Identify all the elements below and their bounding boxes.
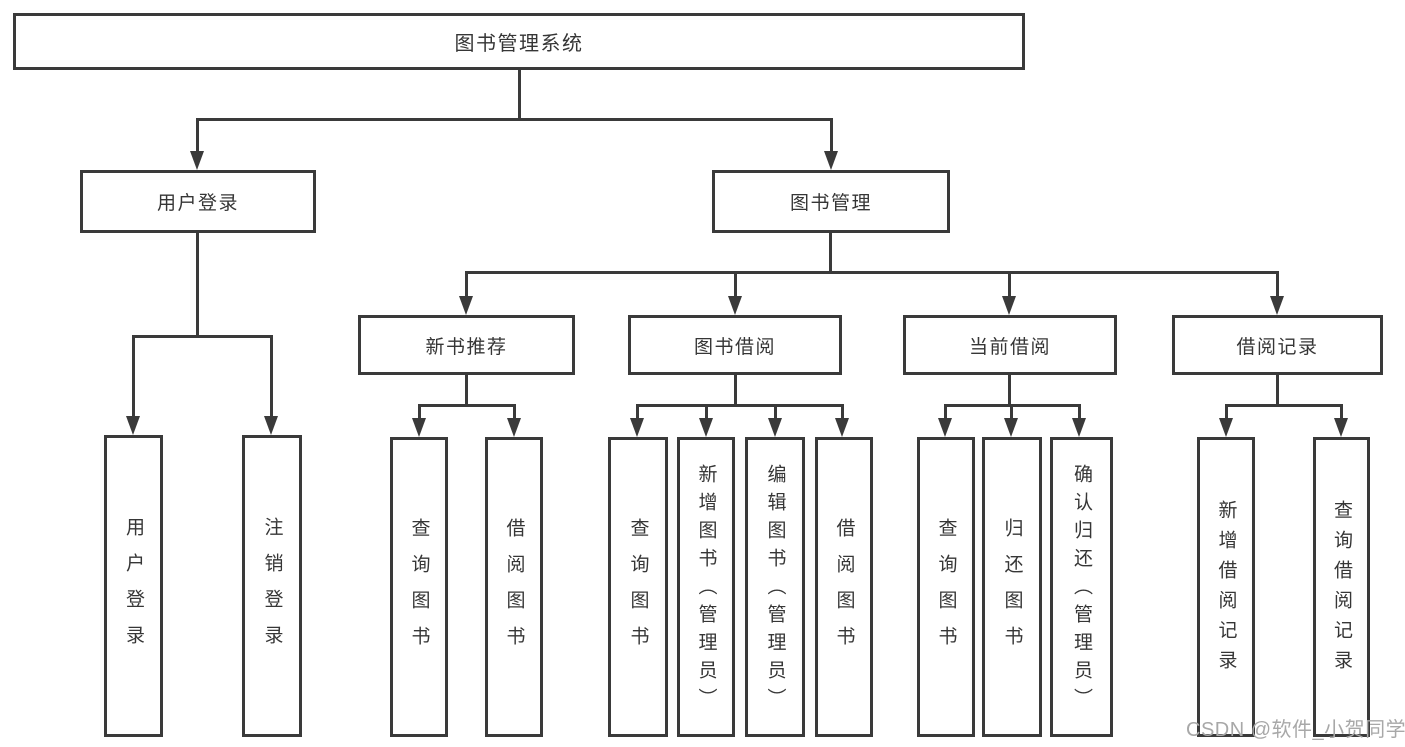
connector-line: [830, 118, 833, 154]
arrow-down-icon: [1072, 418, 1086, 437]
connector-line: [944, 404, 947, 421]
connector-line: [418, 404, 516, 407]
arrow-down-icon: [630, 418, 644, 437]
leaf-add-books-admin: 新增图书（管理员）: [677, 437, 735, 737]
arrow-down-icon: [699, 418, 713, 437]
connector-line: [196, 233, 199, 338]
connector-line: [734, 271, 737, 299]
connector-line: [1276, 271, 1279, 299]
branch-book-management: 图书管理: [712, 170, 950, 233]
connector-line: [1225, 404, 1343, 407]
leaf-query-borrow-record: 查询借阅记录: [1313, 437, 1370, 737]
arrow-down-icon: [835, 418, 849, 437]
connector-line: [196, 118, 199, 154]
leaf-confirm-return-admin: 确认归还（管理员）: [1050, 437, 1113, 737]
connector-line: [1078, 404, 1081, 421]
connector-line: [465, 375, 468, 407]
connector-line: [513, 404, 516, 421]
arrow-down-icon: [824, 151, 838, 170]
arrow-down-icon: [768, 418, 782, 437]
connector-line: [132, 335, 135, 419]
node-root: 图书管理系统: [13, 13, 1025, 70]
leaf-query-books-current: 查询图书: [917, 437, 975, 737]
arrow-down-icon: [412, 418, 426, 437]
connector-line: [1010, 404, 1013, 421]
connector-line: [636, 404, 844, 407]
connector-line: [705, 404, 708, 421]
connector-line: [270, 335, 273, 419]
connector-line: [734, 375, 737, 407]
node-borrowing-records: 借阅记录: [1172, 315, 1383, 375]
connector-line: [465, 271, 468, 299]
arrow-down-icon: [190, 151, 204, 170]
arrow-down-icon: [1004, 418, 1018, 437]
arrow-down-icon: [264, 416, 278, 435]
csdn-watermark: CSDN @软件_小贺同学: [1186, 719, 1405, 741]
arrow-down-icon: [728, 296, 742, 315]
arrow-down-icon: [1270, 296, 1284, 315]
leaf-borrow-books-recommend: 借阅图书: [485, 437, 543, 737]
connector-line: [1008, 375, 1011, 407]
node-current-borrowing: 当前借阅: [903, 315, 1117, 375]
leaf-return-books: 归还图书: [982, 437, 1042, 737]
arrow-down-icon: [1219, 418, 1233, 437]
connector-line: [196, 118, 833, 121]
connector-line: [1225, 404, 1228, 421]
connector-line: [1008, 271, 1011, 299]
arrow-down-icon: [459, 296, 473, 315]
branch-user-login: 用户登录: [80, 170, 316, 233]
leaf-borrow-books-borrowing: 借阅图书: [815, 437, 873, 737]
connector-line: [465, 271, 1279, 274]
connector-line: [1276, 375, 1279, 407]
arrow-down-icon: [1334, 418, 1348, 437]
arrow-down-icon: [507, 418, 521, 437]
arrow-down-icon: [938, 418, 952, 437]
arrow-down-icon: [1002, 296, 1016, 315]
connector-line: [132, 335, 273, 338]
leaf-query-books-recommend: 查询图书: [390, 437, 448, 737]
connector-line: [418, 404, 421, 421]
node-book-borrowing: 图书借阅: [628, 315, 842, 375]
connector-line: [518, 70, 521, 118]
connector-line: [841, 404, 844, 421]
node-new-book-recommend: 新书推荐: [358, 315, 575, 375]
leaf-add-borrow-record: 新增借阅记录: [1197, 437, 1255, 737]
leaf-query-books-borrowing: 查询图书: [608, 437, 668, 737]
leaf-logout: 注销登录: [242, 435, 302, 737]
connector-line: [636, 404, 639, 421]
connector-line: [829, 233, 832, 274]
connector-line: [1340, 404, 1343, 421]
connector-line: [774, 404, 777, 421]
arrow-down-icon: [126, 416, 140, 435]
leaf-edit-books-admin: 编辑图书（管理员）: [745, 437, 805, 737]
leaf-user-login: 用户登录: [104, 435, 163, 737]
